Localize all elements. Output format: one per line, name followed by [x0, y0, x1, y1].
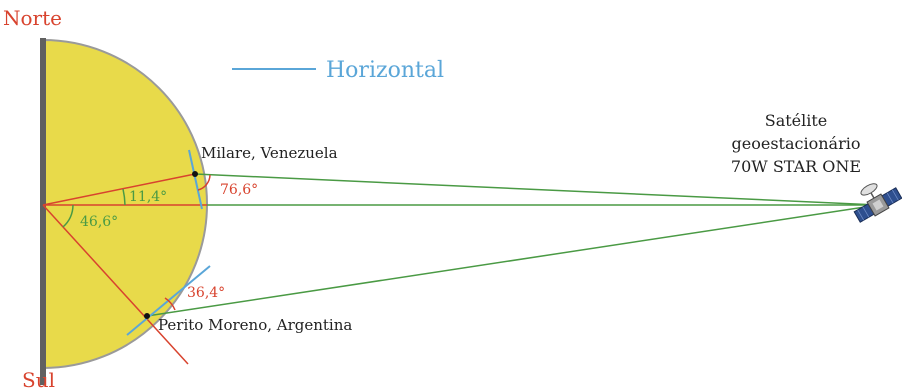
arc-elevation-south	[164, 297, 176, 311]
city-label-milare: Milare, Venezuela	[201, 144, 338, 162]
radius-perito-moreno	[42, 204, 189, 365]
point-milare	[192, 171, 198, 177]
radius-milare	[42, 173, 196, 206]
arc-latitude-south	[62, 204, 74, 228]
satellite-label-line3: 70W STAR ONE	[731, 157, 861, 176]
angle-label-elevation-north: 76,6°	[220, 182, 258, 198]
horizon-line-milare	[188, 149, 203, 210]
sight-line-perito-moreno	[146, 204, 879, 317]
sight-line-milare	[194, 173, 879, 206]
angle-label-latitude-south: 46,6°	[80, 214, 118, 230]
satellite-label-line2: geoestacionário	[732, 134, 861, 153]
angle-label-latitude-north: 11,4°	[129, 189, 167, 205]
south-label: Sul	[22, 368, 55, 390]
satellite-label-line1: Satélite	[765, 111, 828, 130]
north-label: Norte	[3, 6, 62, 30]
arc-latitude-north	[122, 188, 126, 206]
point-perito-moreno	[144, 313, 150, 319]
angle-label-elevation-south: 36,4°	[187, 285, 225, 301]
city-label-perito-moreno: Perito Moreno, Argentina	[158, 316, 352, 334]
arc-elevation-north	[197, 174, 211, 191]
horizontal-legend-label: Horizontal	[326, 58, 444, 83]
satellite-icon	[853, 183, 902, 223]
